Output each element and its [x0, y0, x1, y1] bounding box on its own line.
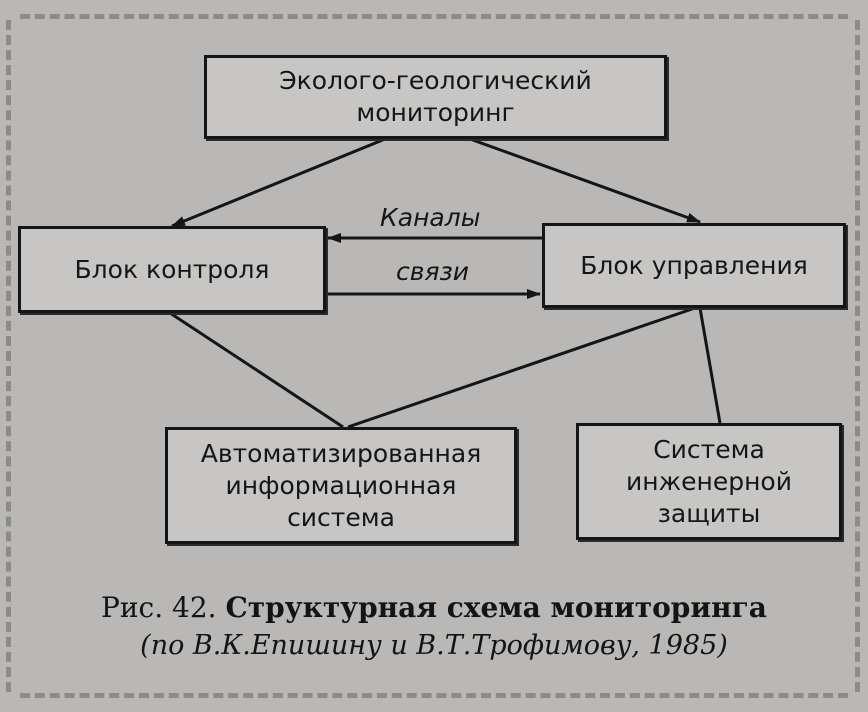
edge-control-to-ais: [169, 311, 344, 429]
edge-label-links: связи: [396, 257, 470, 286]
page-border-bottom: [20, 693, 848, 698]
edge-monitoring-to-management: [469, 137, 701, 224]
page-border-top: [20, 14, 848, 19]
figure-caption: Рис. 42. Структурная схема мониторинга: [0, 590, 868, 626]
node-management-block: Блок управления: [542, 223, 846, 308]
figure-number: Рис. 42.: [101, 591, 217, 624]
edge-monitoring-to-control: [171, 137, 386, 228]
node-automated-information-system: Автоматизированная информационная систем…: [165, 427, 517, 544]
figure-source: (по В.К.Епишину и В.Т.Трофимову, 1985): [140, 630, 728, 661]
edge-management-to-protection: [698, 307, 722, 424]
node-control-block: Блок контроля: [18, 226, 326, 313]
page-border-left: [6, 20, 11, 692]
edge-label-channels: Каналы: [380, 203, 481, 232]
node-engineering-protection-system: Система инженерной защиты: [576, 423, 842, 540]
page-border-right: [855, 20, 860, 692]
edge-management-to-ais: [347, 306, 696, 429]
figure-title: Структурная схема мониторинга: [225, 591, 767, 624]
node-ecological-geological-monitoring: Эколого-геологический мониторинг: [204, 55, 667, 139]
